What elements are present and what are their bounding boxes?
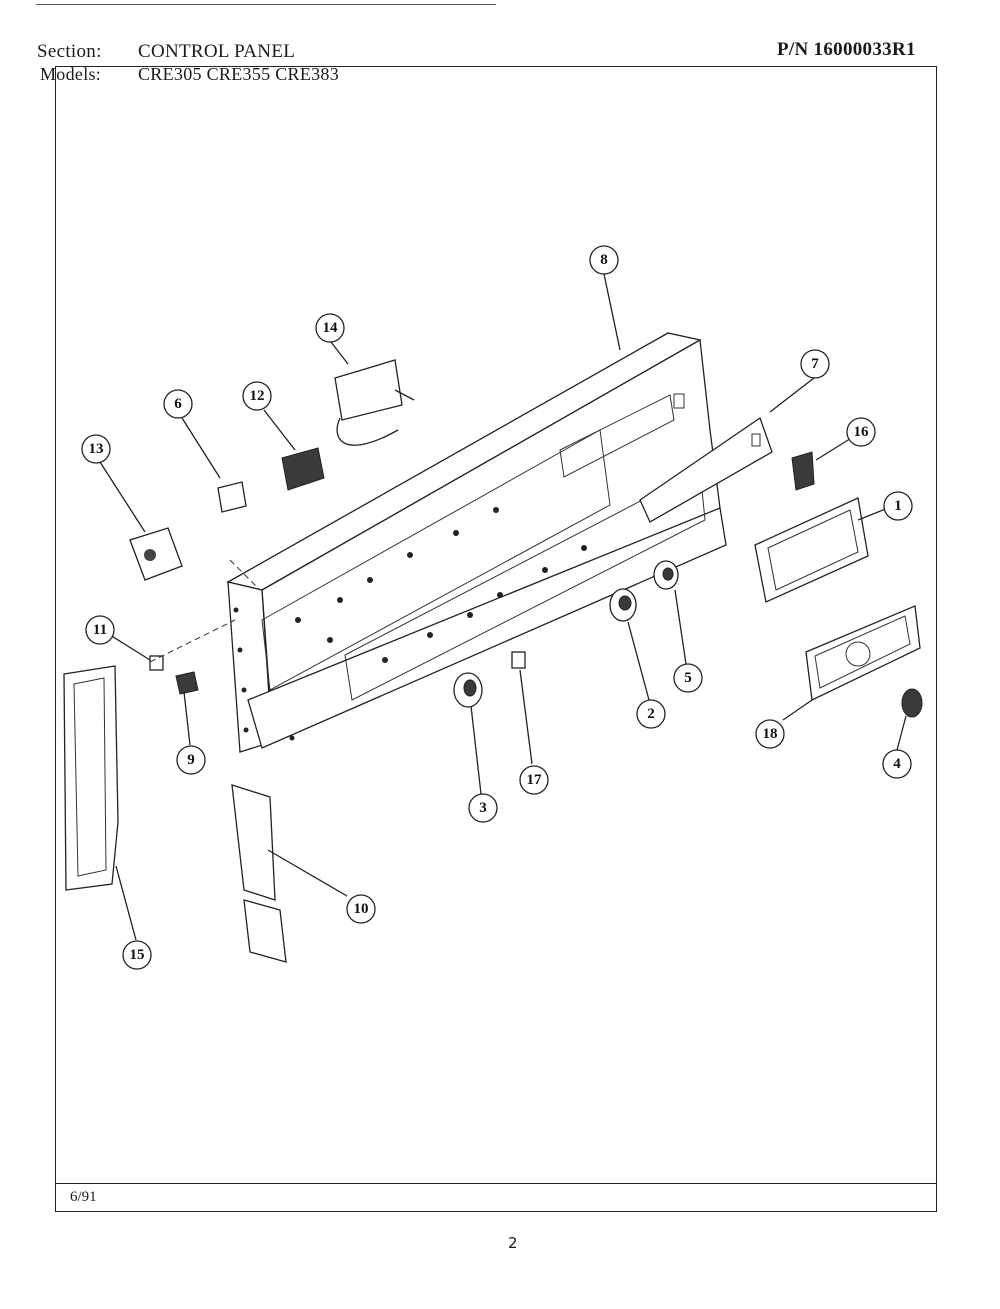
callout-2: 2 (636, 699, 666, 729)
leader-lines (99, 273, 907, 941)
trim-strip (639, 416, 773, 523)
timer-14 (334, 359, 415, 446)
models-list: CRE305 CRE355 CRE383 (138, 64, 340, 84)
callout-7-label: 7 (811, 356, 819, 372)
callout-7: 7 (800, 349, 830, 379)
callout-1: 1 (883, 491, 913, 521)
switch-12 (281, 447, 325, 491)
revision-date: 6/91 (70, 1189, 97, 1205)
section-label: Section: (37, 41, 102, 62)
callout-12-label: 12 (250, 388, 265, 404)
callout-8: 8 (589, 245, 619, 275)
end-cap-15 (63, 665, 119, 891)
top-rule (36, 4, 496, 5)
callout-17-label: 17 (527, 772, 543, 788)
diagram-frame (55, 66, 937, 1212)
callout-4-label: 4 (893, 756, 901, 772)
section-title: CONTROL PANEL (138, 41, 296, 62)
callout-11-label: 11 (93, 622, 107, 638)
clock-module-1 (754, 497, 869, 603)
part-number: P/N 16000033R1 (777, 39, 916, 60)
knob-4 (901, 688, 923, 718)
callout-12: 12 (242, 381, 272, 411)
screw-17 (511, 651, 526, 669)
lamp-11 (149, 655, 164, 671)
callout-18: 18 (755, 719, 785, 749)
callout-18-label: 18 (763, 726, 778, 742)
callout-9: 9 (176, 745, 206, 775)
callout-6: 6 (163, 389, 193, 419)
callout-14: 14 (315, 313, 345, 343)
bracket-18 (805, 605, 921, 701)
footer-divider (55, 1183, 937, 1184)
switch-13 (129, 527, 183, 581)
knob-2 (609, 588, 637, 622)
page-number: 2 (508, 1234, 518, 1252)
callout-15-label: 15 (130, 947, 145, 963)
callout-2-label: 2 (647, 706, 655, 722)
callout-3-label: 3 (479, 800, 487, 816)
callout-4: 4 (882, 749, 912, 779)
callout-13-label: 13 (89, 441, 104, 457)
callout-3: 3 (468, 793, 498, 823)
callout-11: 11 (85, 615, 115, 645)
knob-5 (653, 560, 679, 590)
bracket-10 (231, 784, 287, 963)
callout-10-label: 10 (354, 901, 369, 917)
callout-5-label: 5 (684, 670, 692, 686)
callout-14-label: 14 (323, 320, 339, 336)
socket-9 (175, 671, 199, 695)
callout-8-label: 8 (600, 252, 608, 268)
callout-9-label: 9 (187, 752, 195, 768)
callout-13: 13 (81, 434, 111, 464)
callout-5: 5 (673, 663, 703, 693)
callout-15: 15 (122, 940, 152, 970)
callout-6-label: 6 (174, 396, 182, 412)
callout-16: 16 (846, 417, 876, 447)
callout-16-label: 16 (854, 424, 870, 440)
clip-6 (217, 481, 247, 513)
knob-3 (453, 672, 483, 708)
switch-16 (791, 451, 815, 491)
callout-1-label: 1 (894, 498, 902, 514)
control-panel-body (226, 332, 727, 753)
callout-10: 10 (346, 894, 376, 924)
callout-17: 17 (519, 765, 549, 795)
